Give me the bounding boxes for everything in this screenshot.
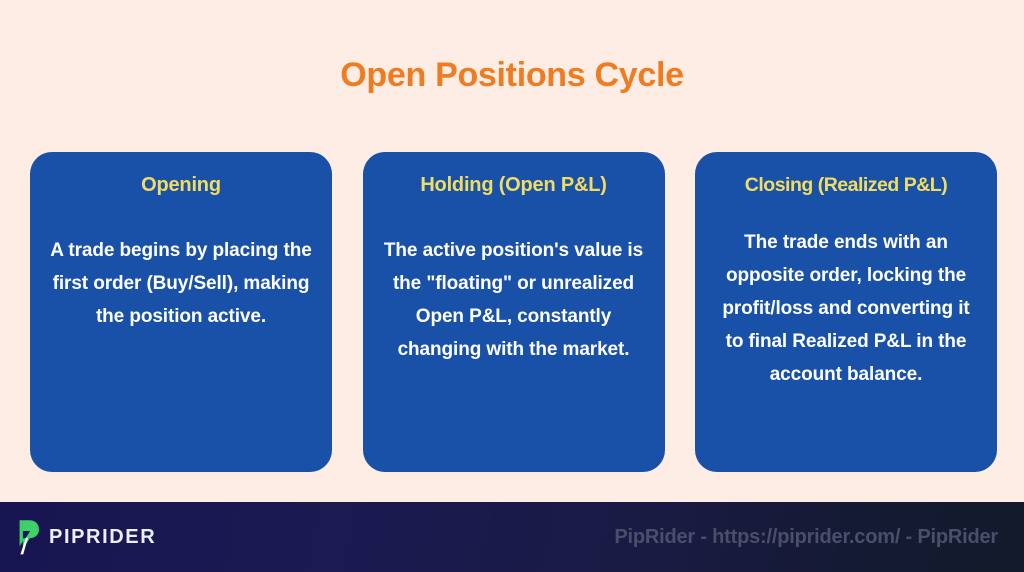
cycle-card-holding: Holding (Open P&L) The active position's… [362,152,665,472]
card-heading: Holding (Open P&L) [420,174,607,196]
cards-row: Opening A trade begins by placing the fi… [30,152,997,472]
footer-bar: PIPRIDER PipRider - https://piprider.com… [0,502,1024,572]
card-body-text: The active position's value is the "floa… [383,240,644,360]
cycle-card-opening: Opening A trade begins by placing the fi… [30,152,332,472]
brand-name: PIPRIDER [49,526,157,548]
footer-credit: PipRider - https://piprider.com/ - PipRi… [614,526,998,548]
card-heading: Opening [141,174,221,196]
brand-logo[interactable]: PIPRIDER [14,518,156,556]
card-body-text: A trade begins by placing the first orde… [50,240,312,327]
page-title: Open Positions Cycle [340,56,684,94]
cycle-card-closing: Closing (Realized P&L) The trade ends wi… [695,152,997,472]
card-heading: Closing (Realized P&L) [744,174,948,196]
card-body-text: The trade ends with an opposite order, l… [722,232,970,385]
piprider-p-logo-icon [17,520,39,555]
